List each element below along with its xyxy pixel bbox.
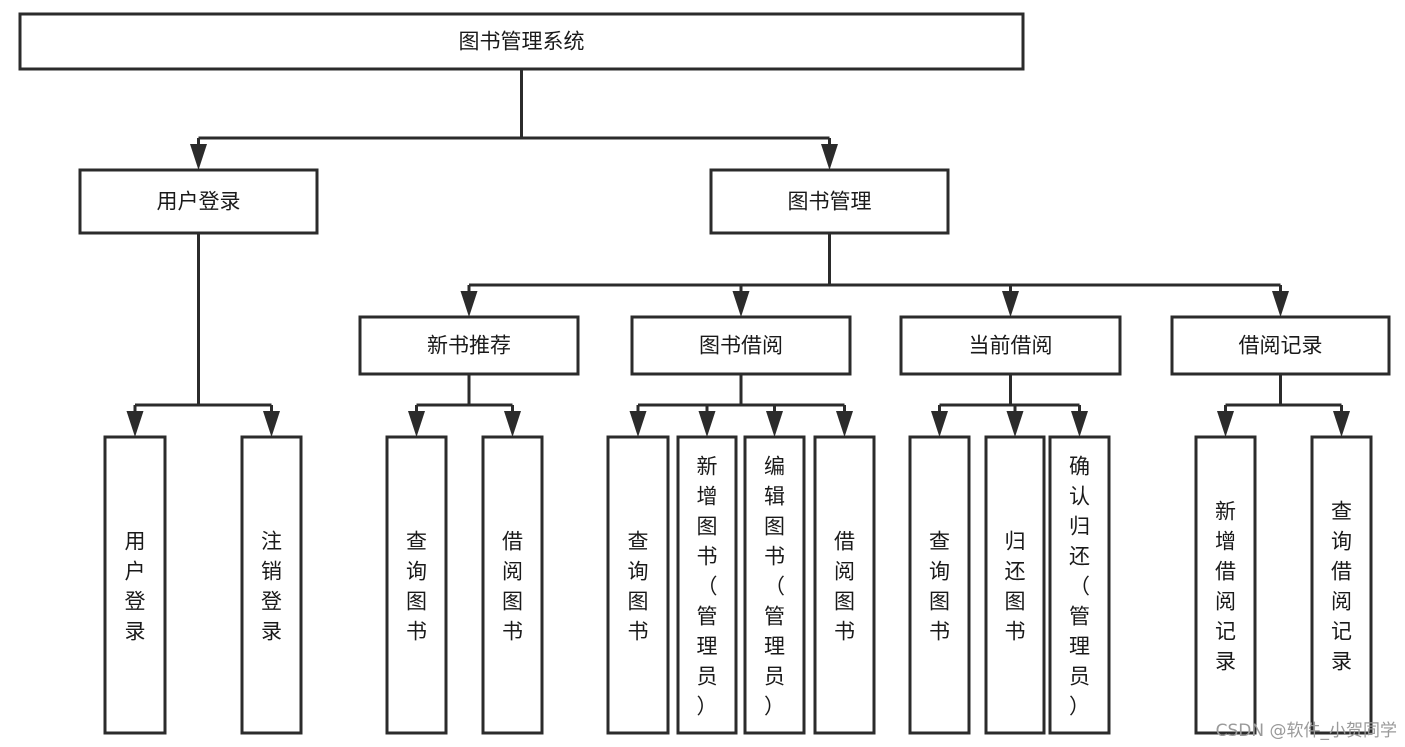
arrow-head-icon bbox=[504, 411, 521, 437]
node-label: 新书推荐 bbox=[427, 334, 511, 358]
node-label: 新增图书（管理员） bbox=[697, 454, 718, 718]
node-box bbox=[240, 435, 303, 735]
arrow-head-icon bbox=[190, 144, 207, 170]
node-box bbox=[1170, 315, 1391, 376]
node-label: 编辑图书（管理员） bbox=[764, 454, 785, 718]
node-box bbox=[358, 315, 580, 376]
node-label: 用户登录 bbox=[125, 529, 146, 643]
arrow-head-icon bbox=[766, 411, 783, 437]
node-label: 查询借阅记录 bbox=[1331, 499, 1352, 673]
node-leaf-add-record[interactable]: 新增借阅记录 bbox=[1194, 435, 1257, 735]
node-box bbox=[813, 435, 876, 735]
node-borrow-record[interactable]: 借阅记录 bbox=[1170, 315, 1391, 376]
node-label: 查询图书 bbox=[406, 529, 427, 643]
arrow-head-icon bbox=[1071, 411, 1088, 437]
connector-layer bbox=[126, 69, 1350, 437]
csdn-watermark: CSDN @软件_小贺同学 bbox=[1215, 721, 1397, 741]
node-box bbox=[1310, 435, 1373, 735]
node-label: 确认归还（管理员） bbox=[1069, 454, 1090, 718]
node-box bbox=[630, 315, 852, 376]
node-new-book-rec[interactable]: 新书推荐 bbox=[358, 315, 580, 376]
node-box bbox=[78, 168, 319, 235]
node-box bbox=[103, 435, 167, 735]
node-box bbox=[1194, 435, 1257, 735]
node-box bbox=[18, 12, 1025, 71]
arrow-head-icon bbox=[1217, 411, 1234, 437]
node-label: 借阅图书 bbox=[502, 529, 523, 643]
node-leaf-query-book-a[interactable]: 查询图书 bbox=[385, 435, 448, 735]
node-box bbox=[481, 435, 544, 735]
node-box bbox=[908, 435, 971, 735]
node-label: 查询图书 bbox=[628, 529, 649, 643]
node-label: 借阅记录 bbox=[1239, 334, 1323, 358]
arrow-head-icon bbox=[1002, 291, 1019, 317]
arrow-head-icon bbox=[460, 291, 478, 317]
arrow-head-icon bbox=[836, 411, 853, 437]
node-leaf-borrow-book-b[interactable]: 借阅图书 bbox=[813, 435, 876, 735]
arrow-head-icon bbox=[126, 411, 144, 437]
node-label: 注销登录 bbox=[261, 529, 282, 643]
node-book-manage[interactable]: 图书管理 bbox=[709, 168, 950, 235]
arrow-head-icon bbox=[821, 144, 838, 170]
arrow-head-icon bbox=[931, 411, 948, 437]
node-leaf-user-login[interactable]: 用户登录 bbox=[103, 435, 167, 735]
node-leaf-query-book-b[interactable]: 查询图书 bbox=[606, 435, 670, 735]
node-box bbox=[899, 315, 1122, 376]
node-box bbox=[709, 168, 950, 235]
arrow-head-icon bbox=[629, 411, 647, 437]
node-label: 图书管理 bbox=[788, 190, 872, 214]
node-leaf-confirm-return[interactable]: 确认归还（管理员） bbox=[1048, 435, 1111, 735]
node-box bbox=[743, 435, 806, 735]
arrow-head-icon bbox=[698, 411, 716, 437]
node-leaf-logout[interactable]: 注销登录 bbox=[240, 435, 303, 735]
node-label: 新增借阅记录 bbox=[1215, 499, 1236, 673]
node-leaf-query-book-c[interactable]: 查询图书 bbox=[908, 435, 971, 735]
node-label: 用户登录 bbox=[157, 190, 241, 214]
node-book-borrow[interactable]: 图书借阅 bbox=[630, 315, 852, 376]
arrow-head-icon bbox=[1333, 411, 1350, 437]
arrow-head-icon bbox=[732, 291, 750, 317]
arrow-head-icon bbox=[408, 411, 425, 437]
node-box bbox=[676, 435, 738, 735]
node-leaf-query-record[interactable]: 查询借阅记录 bbox=[1310, 435, 1373, 735]
node-box bbox=[606, 435, 670, 735]
node-label: 图书借阅 bbox=[699, 334, 783, 358]
arrow-head-icon bbox=[1006, 411, 1024, 437]
node-label: 当前借阅 bbox=[969, 334, 1053, 358]
arrow-head-icon bbox=[263, 411, 280, 437]
node-current-borrow[interactable]: 当前借阅 bbox=[899, 315, 1122, 376]
node-root[interactable]: 图书管理系统 bbox=[18, 12, 1025, 71]
node-box bbox=[385, 435, 448, 735]
node-leaf-edit-book[interactable]: 编辑图书（管理员） bbox=[743, 435, 806, 735]
node-box bbox=[1048, 435, 1111, 735]
node-user-login[interactable]: 用户登录 bbox=[78, 168, 319, 235]
node-leaf-add-book[interactable]: 新增图书（管理员） bbox=[676, 435, 738, 735]
node-box bbox=[984, 435, 1046, 735]
node-layer: 图书管理系统用户登录图书管理新书推荐图书借阅当前借阅借阅记录用户登录注销登录查询… bbox=[18, 12, 1391, 735]
node-label: 借阅图书 bbox=[834, 529, 855, 643]
node-leaf-borrow-book-a[interactable]: 借阅图书 bbox=[481, 435, 544, 735]
arrow-head-icon bbox=[1272, 291, 1289, 317]
node-label: 图书管理系统 bbox=[459, 30, 585, 54]
node-label: 归还图书 bbox=[1005, 529, 1026, 643]
node-label: 查询图书 bbox=[929, 529, 950, 643]
node-leaf-return-book[interactable]: 归还图书 bbox=[984, 435, 1046, 735]
